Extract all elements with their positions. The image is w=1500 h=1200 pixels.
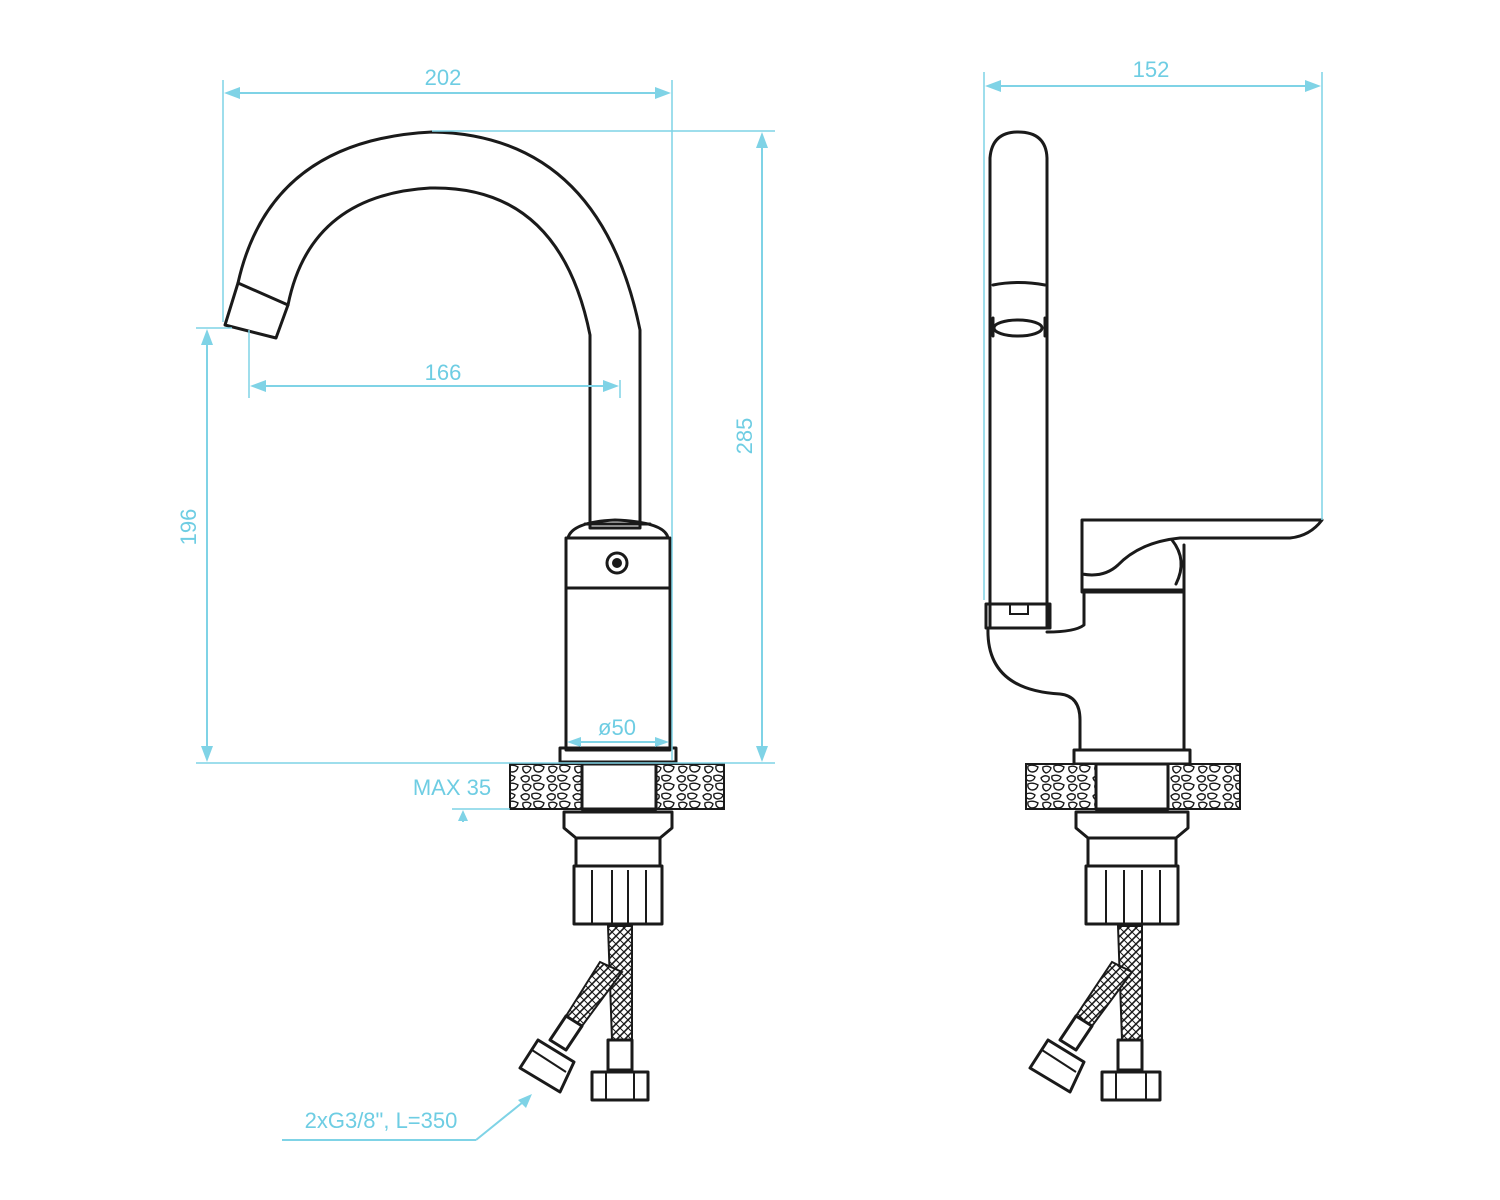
dim-hose-leader [282, 1097, 529, 1141]
side-view: 152 [983, 57, 1324, 1102]
side-mount-plate [1074, 810, 1190, 840]
dim-196-arrow-top [201, 329, 213, 345]
side-fitting-2-nut [1028, 1038, 1086, 1094]
side-spout [988, 130, 1049, 630]
side-countertop-right [1167, 763, 1241, 810]
front-handle-pin-core [612, 558, 622, 568]
front-fitting-1-nut [590, 1070, 650, 1102]
dim-152-arrow-right [1305, 80, 1321, 92]
side-spout-plate-slot [1009, 603, 1029, 615]
front-body [564, 586, 672, 752]
side-mount-nut [1086, 836, 1178, 868]
side-fitting-1-neck [1116, 1038, 1144, 1072]
front-countertop-left [509, 763, 583, 810]
side-mount-nut-teeth [1084, 864, 1180, 926]
front-fitting-2-edge [531, 1049, 567, 1073]
dim-166-arrow-left [250, 380, 266, 392]
front-collar [566, 518, 670, 540]
side-fitting-1-nut [1100, 1070, 1162, 1102]
front-view: 202 166 285 196 ø50 MAX 35 2xG [176, 65, 775, 1141]
dim-166-arrow-right [603, 380, 619, 392]
front-fitting-2-neck [548, 1014, 584, 1052]
front-mount-nut-teeth [572, 864, 664, 926]
side-lever-cartridge [1080, 543, 1186, 594]
front-fitting-2-nut [518, 1038, 576, 1094]
dim-196-label: 196 [176, 509, 201, 546]
dim-285-label: 285 [732, 418, 757, 455]
side-countertop-left [1025, 763, 1097, 810]
dim-166-label: 166 [425, 360, 462, 385]
dim-196-arrow-bottom [201, 746, 213, 762]
side-body-neck [986, 588, 1186, 752]
front-aerator [236, 281, 290, 307]
dim-202-arrow-left [224, 87, 240, 99]
side-lever [1080, 518, 1324, 577]
dim-285-arrow-top [756, 132, 768, 148]
dim-max35-arrow [458, 810, 468, 821]
front-mount-plate [562, 810, 674, 840]
front-shank [580, 762, 658, 811]
front-handle-pin [605, 551, 629, 575]
side-fitting-2-neck [1058, 1014, 1094, 1052]
side-base [1072, 748, 1192, 766]
side-lever-pivot [1170, 538, 1183, 586]
dim-hose-label: 2xG3/8", L=350 [305, 1108, 458, 1133]
dim-max35-label: MAX 35 [413, 775, 491, 800]
dim-50-arrow-left [567, 737, 581, 747]
front-mount-nut [574, 836, 662, 868]
side-aerator-band [991, 281, 1047, 338]
dim-202-arrow-right [655, 87, 671, 99]
dim-152-arrow-left [985, 80, 1001, 92]
dim-50-arrow-right [655, 737, 669, 747]
side-fitting-2-edge [1041, 1049, 1077, 1073]
dim-50-label: ø50 [598, 715, 636, 740]
dim-202-label: 202 [425, 65, 462, 90]
side-aerator [992, 318, 1044, 338]
side-shank [1094, 762, 1170, 811]
dim-hose-arrow [518, 1094, 532, 1108]
dim-285-arrow-bottom [756, 746, 768, 762]
front-countertop-right [655, 763, 725, 810]
dim-152-label: 152 [1133, 57, 1170, 82]
front-base [558, 746, 678, 764]
front-spout [223, 130, 642, 530]
front-fitting-1-neck [606, 1038, 634, 1072]
side-spout-plate [984, 602, 1052, 630]
